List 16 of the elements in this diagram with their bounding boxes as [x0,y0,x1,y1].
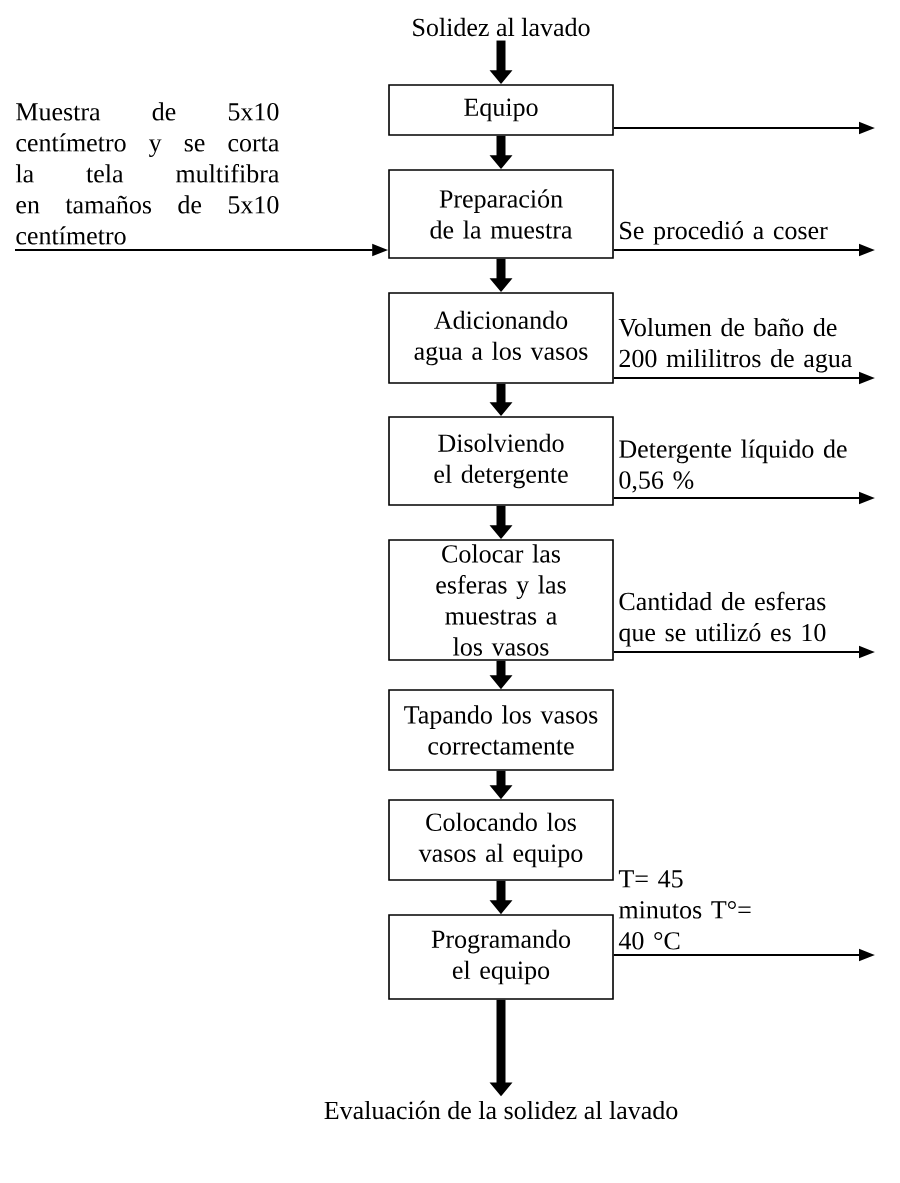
edge-label: Se procedió a coser [620,221,828,245]
edge-label: Cantidad de esferas que se utilizó es 10 [619,591,826,647]
process-box: Adicionando agua a los vasos [388,292,614,384]
process-box: Colocando los vasos al equipo [388,799,614,881]
process-box: Programando el equipo [388,914,614,1000]
process-box: Preparación de la muestra [388,169,614,259]
flow-text: Solidez al lavado [413,17,590,37]
edge-label: Volumen de baño de 200 mililitros de agua [618,317,853,373]
edge-label: T= 45 minutos T°= 40 °C [618,870,751,950]
process-box: Colocar las esferas y las muestras a los vasos [388,539,614,661]
process-box: Equipo [388,84,614,136]
process-box: Disolviendo el detergente [388,416,614,506]
flow-text: Evaluación de la solidez al lavado [324,1100,678,1120]
edge-label: Muestra de 5x10 centímetro y se corta la tela multifibra en tamaños de 5x10 centímetro [15,102,280,245]
edge-label: Detergente líquido de 0,56 % [619,439,847,493]
process-box: Tapando los vasos correctamente [388,689,614,771]
